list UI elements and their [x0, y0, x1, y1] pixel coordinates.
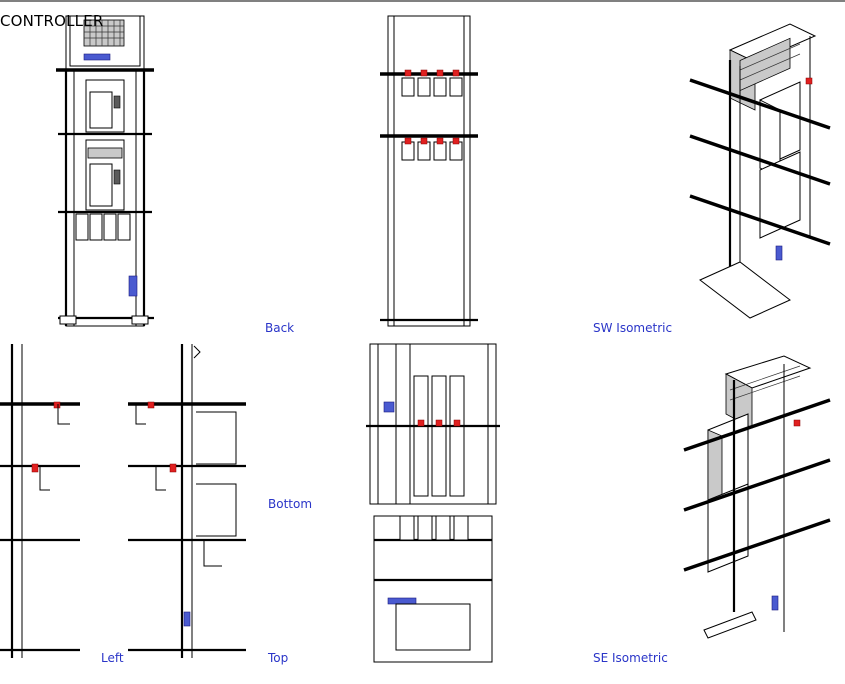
bottom-view [128, 344, 246, 658]
view-label-top: Top [268, 651, 289, 665]
drawing-title: CONTROLLER [0, 12, 104, 30]
view-label-se-isometric: SE Isometric [593, 651, 668, 665]
sw-isometric-view [689, 23, 831, 319]
back-view [380, 15, 478, 327]
view-label-left: Left [101, 651, 124, 665]
top-view [366, 343, 500, 663]
front-view [56, 15, 154, 327]
view-label-bottom: Bottom [268, 497, 313, 511]
view-label-back: Back [265, 321, 295, 335]
se-isometric-view [683, 355, 831, 639]
left-view-partial [0, 344, 80, 658]
view-label-sw-isometric: SW Isometric [593, 321, 673, 335]
